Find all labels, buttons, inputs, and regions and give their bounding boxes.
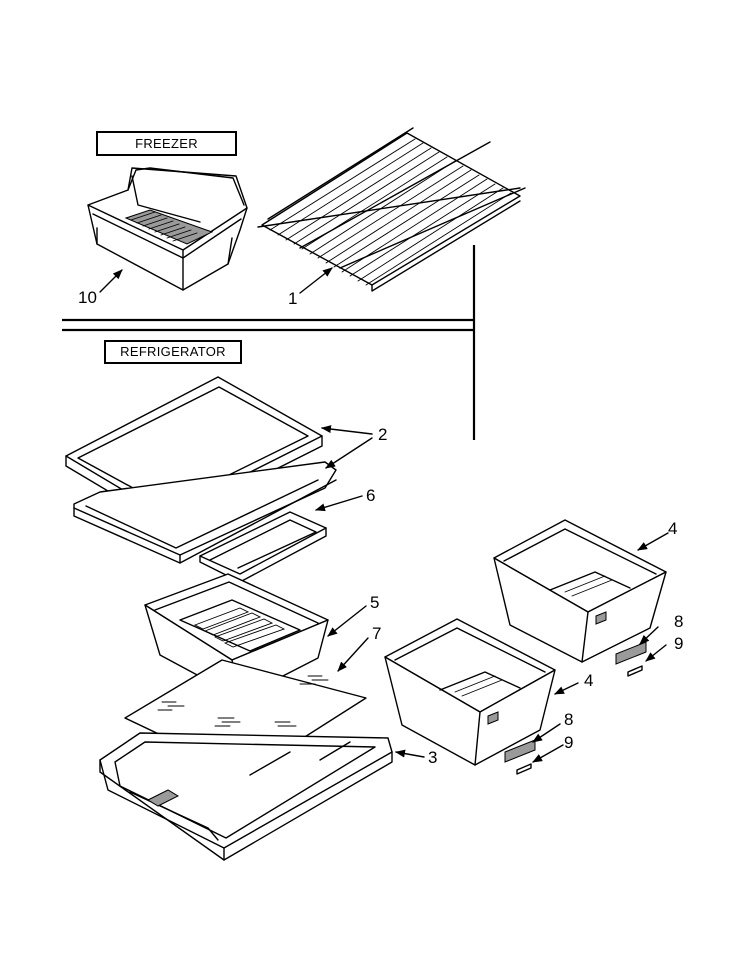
callout-9-upper: 9 <box>674 634 684 653</box>
crisper-frame <box>99 732 393 861</box>
freezer-section-label: FREEZER <box>96 131 237 156</box>
clip-lower <box>516 763 532 775</box>
callout-5: 5 <box>370 593 380 612</box>
section-divider <box>62 245 476 440</box>
label-insert-upper <box>615 641 647 665</box>
callout-6: 6 <box>366 486 376 505</box>
callout-2: 2 <box>378 425 388 444</box>
callout-3: 3 <box>428 748 438 767</box>
callout-8-lower: 8 <box>564 710 574 729</box>
shelf-assembly <box>65 376 337 564</box>
refrigerator-section-label: REFRIGERATOR <box>104 340 242 364</box>
callout-7: 7 <box>372 624 382 643</box>
freezer-wire-shelf <box>257 127 526 292</box>
freezer-basket <box>87 167 248 291</box>
leader-lines <box>99 267 669 763</box>
crisper-drawer <box>144 573 329 699</box>
callout-4-upper: 4 <box>668 519 678 538</box>
clip-upper <box>627 665 643 677</box>
crisper-bin-upper <box>493 519 667 663</box>
callout-10: 10 <box>78 288 97 307</box>
callout-9-lower: 9 <box>564 733 574 752</box>
callout-1: 1 <box>288 289 298 308</box>
callout-8-upper: 8 <box>674 612 684 631</box>
callout-4-lower: 4 <box>584 671 594 690</box>
label-insert-lower <box>504 739 536 763</box>
crisper-bin-lower <box>384 618 556 766</box>
